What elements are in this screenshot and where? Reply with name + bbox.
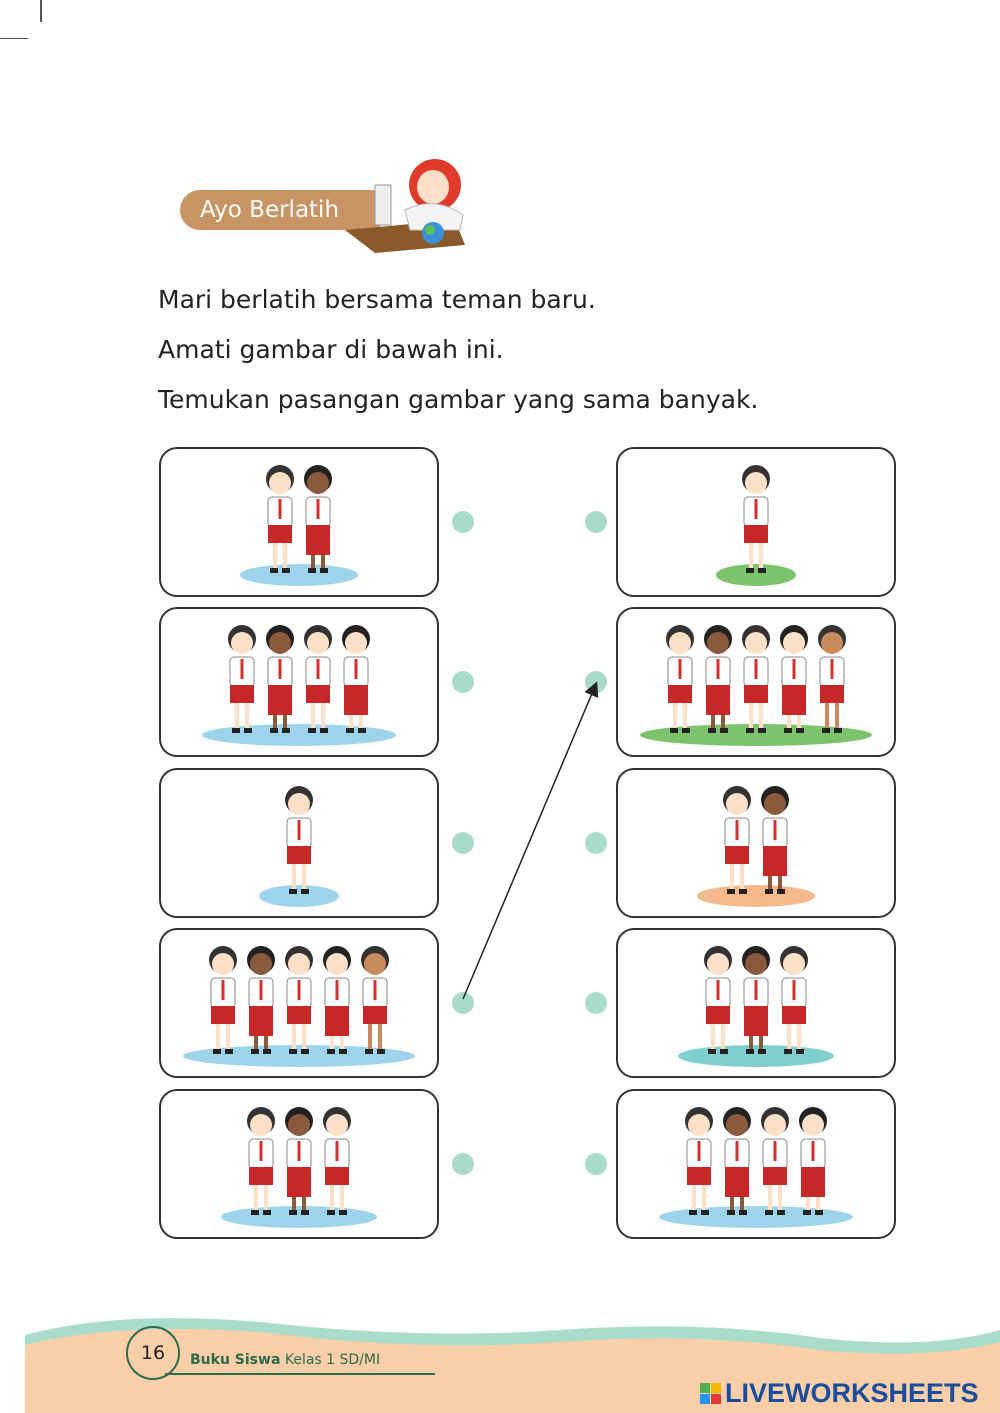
floor-shadow — [678, 1045, 834, 1067]
child-figure — [247, 1107, 275, 1215]
child-figure — [666, 625, 694, 733]
floor-shadow — [259, 885, 339, 907]
mascot-girl-illustration — [345, 159, 465, 253]
child-figure — [799, 1107, 827, 1215]
child-figure — [780, 946, 808, 1054]
child-figure — [818, 625, 846, 733]
floor-shadow — [221, 1206, 377, 1228]
child-figure — [304, 625, 332, 733]
child-figure — [209, 946, 237, 1054]
child-figure — [761, 786, 789, 894]
left-match-dot[interactable] — [452, 511, 474, 533]
section-banner: Ayo Berlatih — [180, 190, 380, 230]
footer-divider — [165, 1373, 435, 1375]
right-picture-card — [616, 928, 896, 1078]
left-picture-card — [159, 1089, 439, 1239]
child-figure — [285, 1107, 313, 1215]
child-figure — [266, 465, 294, 573]
floor-shadow — [240, 564, 358, 586]
right-match-dot[interactable] — [585, 832, 607, 854]
child-figure — [704, 625, 732, 733]
left-match-dot[interactable] — [452, 832, 474, 854]
child-figure — [761, 1107, 789, 1215]
right-picture-card — [616, 447, 896, 597]
child-figure — [723, 786, 751, 894]
instruction-line: Temukan pasangan gambar yang sama banyak… — [158, 385, 759, 414]
instruction-line: Amati gambar di bawah ini. — [158, 335, 504, 364]
child-figure — [742, 946, 770, 1054]
right-picture-card — [616, 1089, 896, 1239]
footer-wave — [25, 1318, 1000, 1413]
child-figure — [228, 625, 256, 733]
left-match-dot[interactable] — [452, 992, 474, 1014]
book-title: Buku Siswa Kelas 1 SD/MI — [190, 1352, 380, 1368]
floor-shadow — [716, 564, 796, 586]
children-group-illustration — [240, 465, 358, 586]
child-figure — [342, 625, 370, 733]
left-picture-card — [159, 447, 439, 597]
page-number: 16 — [126, 1326, 180, 1380]
liveworksheets-logo-icon — [700, 1383, 721, 1404]
book-title-rest: Kelas 1 SD/MI — [280, 1352, 381, 1368]
left-match-dot[interactable] — [452, 671, 474, 693]
right-match-dot[interactable] — [585, 1153, 607, 1175]
floor-shadow — [659, 1206, 853, 1228]
watermark-text: LIVEWORKSHEETS — [725, 1378, 979, 1408]
crop-mark — [40, 0, 42, 22]
floor-shadow — [202, 724, 396, 746]
left-match-dot[interactable] — [452, 1153, 474, 1175]
left-picture-card — [159, 607, 439, 757]
child-figure — [704, 946, 732, 1054]
child-figure — [780, 625, 808, 733]
child-figure — [723, 1107, 751, 1215]
child-figure — [742, 625, 770, 733]
floor-shadow — [697, 885, 815, 907]
child-figure — [285, 786, 313, 894]
child-figure — [266, 625, 294, 733]
right-match-dot[interactable] — [585, 671, 607, 693]
right-match-dot[interactable] — [585, 511, 607, 533]
child-figure — [685, 1107, 713, 1215]
children-group-illustration — [716, 465, 796, 586]
crop-mark — [0, 38, 28, 39]
children-group-illustration — [678, 946, 834, 1067]
liveworksheets-watermark: LIVEWORKSHEETS — [700, 1378, 979, 1409]
children-group-illustration — [259, 786, 339, 907]
right-picture-card — [616, 768, 896, 918]
children-group-illustration — [202, 625, 396, 746]
child-figure — [304, 465, 332, 573]
floor-shadow — [640, 724, 872, 746]
right-picture-card — [616, 607, 896, 757]
children-group-illustration — [697, 786, 815, 907]
child-figure — [361, 946, 389, 1054]
children-group-illustration — [640, 625, 872, 746]
children-group-illustration — [659, 1107, 853, 1228]
child-figure — [323, 1107, 351, 1215]
child-figure — [323, 946, 351, 1054]
match-line-arrow — [462, 681, 599, 1000]
book-title-bold: Buku Siswa — [190, 1352, 281, 1368]
right-match-dot[interactable] — [585, 992, 607, 1014]
children-group-illustration — [221, 1107, 377, 1228]
left-picture-card — [159, 768, 439, 918]
left-picture-card — [159, 928, 439, 1078]
child-figure — [247, 946, 275, 1054]
child-figure — [742, 465, 770, 573]
child-figure — [285, 946, 313, 1054]
floor-shadow — [183, 1045, 415, 1067]
instruction-line: Mari berlatih bersama teman baru. — [158, 285, 596, 314]
children-group-illustration — [183, 946, 415, 1067]
